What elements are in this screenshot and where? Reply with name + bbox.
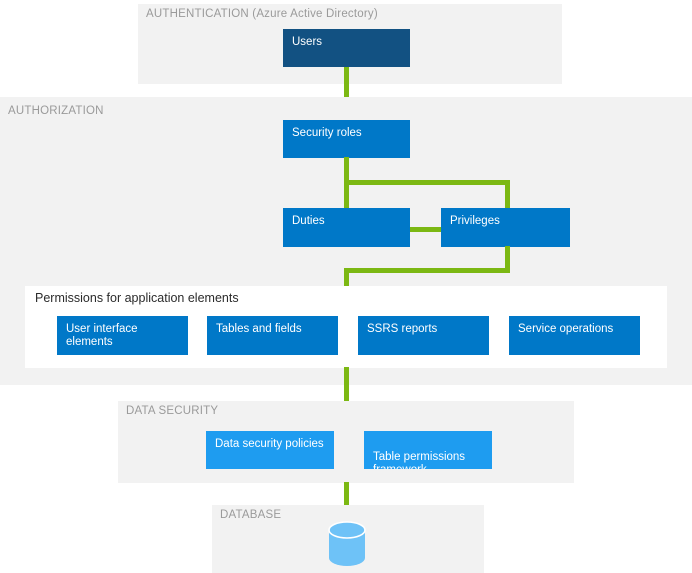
connector-security-roles-to-privileges-vertical (505, 180, 510, 217)
connector-privileges-down (505, 246, 510, 273)
node-security-roles[interactable]: Security roles (283, 120, 410, 158)
node-duties-label: Duties (292, 215, 325, 227)
database-section-label: DATABASE (220, 509, 282, 521)
node-duties[interactable]: Duties (283, 208, 410, 247)
node-service-operations[interactable]: Service operations (509, 316, 640, 355)
node-privileges-label: Privileges (450, 215, 500, 227)
node-privileges[interactable]: Privileges (441, 208, 570, 247)
connector-security-roles-vertical (344, 157, 349, 217)
node-tables-and-fields[interactable]: Tables and fields (207, 316, 338, 355)
data-security-section (118, 401, 574, 483)
node-service-operations-label: Service operations (518, 323, 614, 335)
node-users-label: Users (292, 36, 323, 48)
connector-users-to-security-roles (344, 67, 349, 121)
connector-privileges-to-permissions-horizontal (344, 268, 510, 273)
node-table-permissions-framework-label: Table permissions framework (373, 451, 466, 469)
node-user-interface-elements[interactable]: User interface elements (57, 316, 188, 355)
node-users[interactable]: Users (283, 29, 410, 67)
database-cylinder-icon (327, 521, 367, 567)
node-ssrs-reports[interactable]: SSRS reports (358, 316, 489, 355)
node-ssrs-reports-label: SSRS reports (367, 323, 438, 335)
authorization-section-label: AUTHORIZATION (8, 105, 104, 117)
connector-permissions-to-data-security (344, 367, 349, 402)
node-data-security-policies-label: Data security policies (215, 438, 324, 450)
connector-privileges-to-permissions-vertical (344, 268, 349, 290)
node-table-permissions-framework[interactable]: Table permissions framework (364, 431, 492, 469)
data-security-section-label: DATA SECURITY (126, 405, 219, 417)
connector-data-security-to-database (344, 482, 349, 510)
node-data-security-policies[interactable]: Data security policies (206, 431, 334, 469)
connector-security-roles-to-privileges-horizontal (344, 180, 510, 185)
authentication-section-label: AUTHENTICATION (Azure Active Directory) (146, 8, 378, 20)
node-user-interface-elements-label: User interface elements (66, 323, 138, 348)
connector-duties-to-privileges (410, 227, 441, 232)
node-security-roles-label: Security roles (292, 127, 362, 139)
node-tables-and-fields-label: Tables and fields (216, 323, 302, 335)
permissions-panel-label: Permissions for application elements (35, 291, 239, 305)
